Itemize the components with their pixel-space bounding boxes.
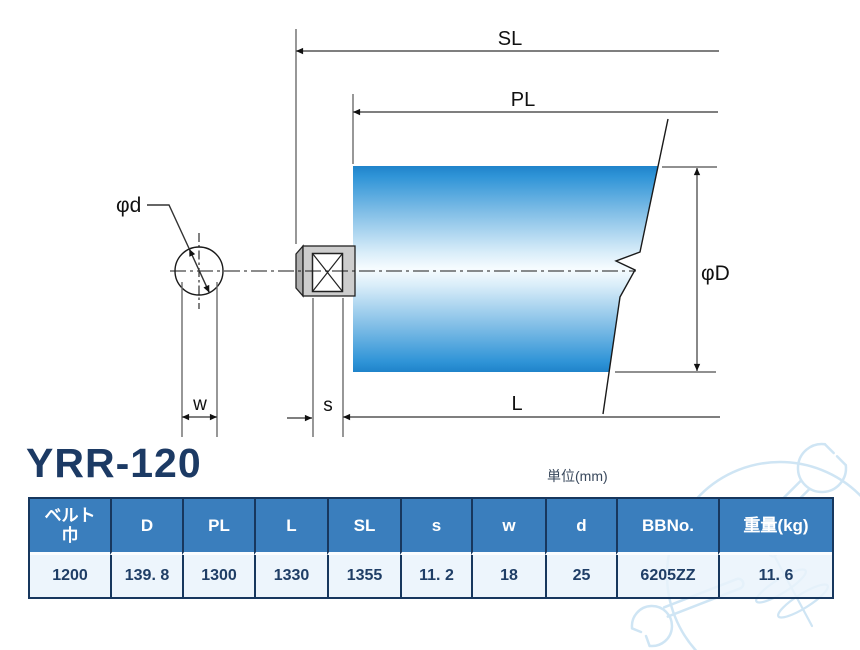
dim-label-s: s [323, 395, 333, 416]
dim-label-phid: φd [116, 194, 141, 217]
cell-belt-width: 1200 [30, 555, 110, 597]
dim-label-sl: SL [498, 28, 522, 50]
cell-l: 1330 [254, 555, 327, 597]
col-header-s: s [400, 499, 471, 555]
cell-sl: 1355 [327, 555, 400, 597]
cell-weight: 11. 6 [718, 555, 832, 597]
dim-label-pl: PL [511, 89, 535, 111]
roller-body [353, 166, 658, 372]
col-header-w: w [471, 499, 545, 555]
cell-s: 11. 2 [400, 555, 471, 597]
model-title: YRR-120 [26, 440, 202, 486]
dim-label-phiD: φD [701, 262, 730, 285]
break-line [602, 118, 669, 415]
dimension-lines [147, 47, 720, 422]
col-header-belt-width: ベルト 巾 [30, 499, 110, 555]
table-data-row: 1200 139. 8 1300 1330 1355 11. 2 18 25 6… [30, 555, 832, 597]
dim-label-l: L [511, 393, 522, 415]
col-header-pl: PL [182, 499, 254, 555]
cell-bbno: 6205ZZ [616, 555, 718, 597]
col-header-sl: SL [327, 499, 400, 555]
col-header-d-upper: D [110, 499, 182, 555]
cell-pl: 1300 [182, 555, 254, 597]
cell-d-upper: 139. 8 [110, 555, 182, 597]
extension-lines [181, 29, 717, 437]
table-header-row: ベルト 巾 D PL L SL s w d BBNo. 重量(kg) [30, 499, 832, 555]
col-header-bbno: BBNo. [616, 499, 718, 555]
cell-w: 18 [471, 555, 545, 597]
col-header-l: L [254, 499, 327, 555]
phid-leader-line [147, 204, 190, 250]
dim-label-w: w [192, 394, 207, 415]
spec-table: ベルト 巾 D PL L SL s w d BBNo. 重量(kg) 1200 … [28, 497, 834, 599]
col-header-d-lower: d [545, 499, 616, 555]
bearing-symbol [311, 252, 344, 293]
unit-label: 単位(mm) [547, 468, 608, 484]
col-header-weight: 重量(kg) [718, 499, 832, 555]
cell-d-lower: 25 [545, 555, 616, 597]
phid-diameter-line [188, 248, 210, 293]
technical-drawing: SL PL φd φD w s L [116, 28, 730, 437]
